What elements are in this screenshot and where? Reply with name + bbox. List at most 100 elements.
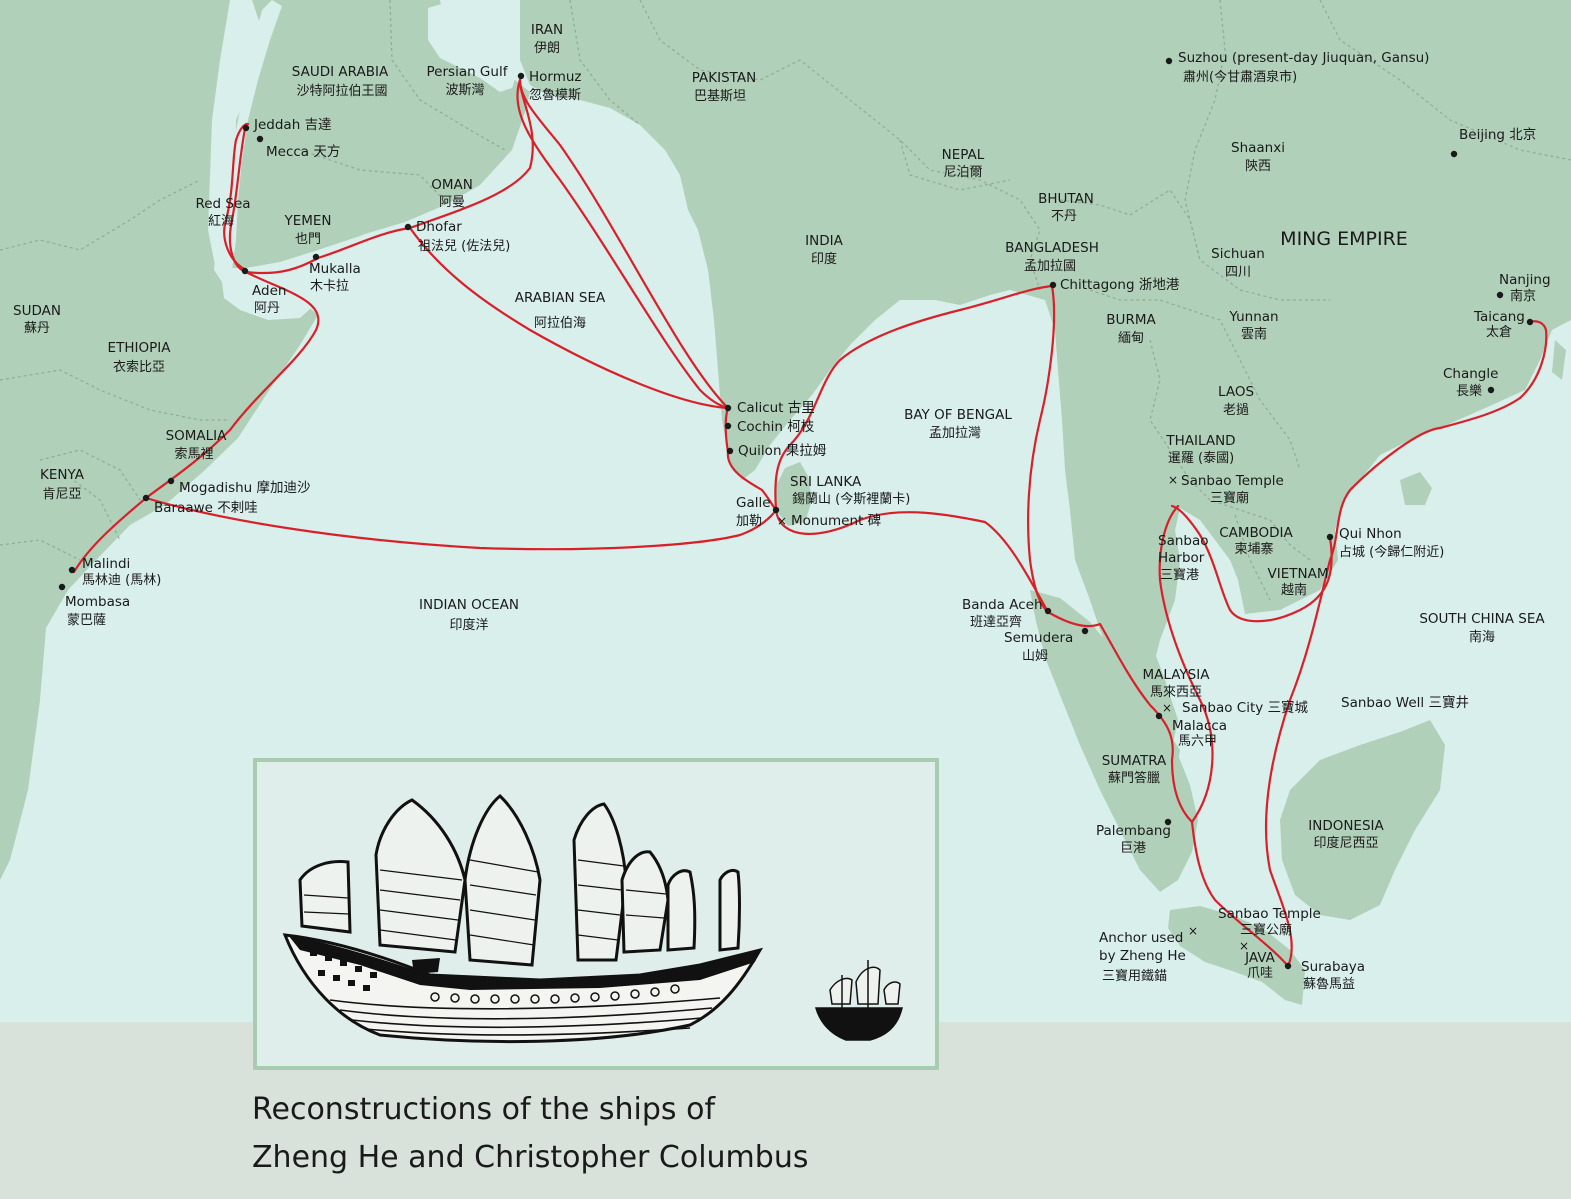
- water-labels: Red Sea 紅海 Persian Gulf 波斯灣 ARABIAN SEA …: [195, 64, 1545, 645]
- water-label-zh: 南海: [1469, 629, 1495, 645]
- country-label: MALAYSIA: [1143, 667, 1211, 683]
- route-red-sea: [223, 122, 250, 272]
- route-java-quinhon: [1264, 426, 1442, 968]
- place-label-zh: 三寶廟: [1210, 490, 1249, 506]
- red-sea-water: [214, 0, 282, 282]
- country-label: BANGLADESH: [1005, 240, 1099, 256]
- cross-marker-icon: ×: [777, 514, 787, 528]
- porthole: [310, 950, 317, 956]
- place-label: Sanbao Temple: [1181, 473, 1284, 489]
- batten: [379, 909, 459, 921]
- sri-lanka-labels: SRI LANKA 錫蘭山 (今斯裡蘭卡): [790, 474, 910, 507]
- dot-marker-icon: [517, 72, 525, 80]
- route-galle-aceh: [774, 508, 1050, 614]
- province-label-zh: 四川: [1225, 265, 1251, 280]
- batten: [577, 909, 621, 916]
- province-label: Yunnan: [1228, 309, 1278, 325]
- border-line: [1184, 0, 1330, 301]
- country-label: NEPAL: [942, 147, 985, 163]
- country-label: INDONESIA: [1308, 818, 1384, 834]
- country-label-zh: 越南: [1281, 582, 1307, 598]
- country-label-zh: 索馬裡: [174, 447, 213, 462]
- portholes: [310, 950, 377, 991]
- place-label: Nanjing: [1499, 272, 1551, 288]
- place-label-zh: 三寶用鐵錨: [1102, 968, 1167, 984]
- country-label-zh: 尼泊爾: [943, 165, 982, 180]
- border-line: [0, 369, 230, 421]
- province-label: Shaanxi: [1231, 140, 1285, 156]
- stern-flag: [412, 958, 440, 974]
- route-aden-somalia: [72, 270, 320, 574]
- place-label: Mukalla: [309, 261, 361, 277]
- place-label: Mogadishu 摩加迪沙: [179, 479, 311, 496]
- country-label-zh: 蘇門答臘: [1108, 770, 1160, 786]
- country-label-zh: 爪哇: [1247, 966, 1273, 981]
- place-label: Mecca 天方: [266, 144, 340, 160]
- place-label: Mombasa: [65, 594, 130, 610]
- batten: [625, 889, 667, 895]
- site-markers: × × × × ×: [777, 473, 1249, 953]
- place-label: Chittagong 浙地港: [1060, 277, 1180, 293]
- deck-ring: [590, 992, 600, 1002]
- water-label: Persian Gulf: [427, 64, 509, 80]
- country-label-zh: 印度尼西亞: [1313, 835, 1378, 851]
- border-line: [1089, 289, 1301, 471]
- place-label-zh: 巨港: [1120, 841, 1146, 856]
- country-label: CAMBODIA: [1219, 525, 1293, 541]
- dot-marker-icon: [167, 477, 175, 485]
- porthole: [325, 955, 332, 961]
- country-label: SUMATRA: [1102, 753, 1167, 769]
- dot-marker-icon: [142, 494, 150, 502]
- persia-india-asia: [520, 0, 1571, 780]
- place-label: Malindi: [82, 556, 130, 572]
- plank-line: [339, 1007, 713, 1020]
- hainan-island: [1400, 472, 1432, 505]
- dot-marker-icon: [404, 223, 412, 231]
- province-label-zh: 雲南: [1241, 326, 1267, 342]
- place-label-zh: 忽魯模斯: [529, 88, 581, 103]
- place-label-zh: 南京: [1510, 288, 1536, 304]
- route-sanbao-loop: [1158, 504, 1214, 824]
- dot-marker-icon: [241, 267, 249, 275]
- place-label-zh: 長樂: [1456, 383, 1482, 399]
- country-label-zh: 錫蘭山 (今斯裡蘭卡): [792, 491, 910, 507]
- place-label-zh: 三寶公廟: [1240, 922, 1292, 938]
- sail: [374, 798, 467, 954]
- persian-gulf-water: [428, 0, 520, 92]
- country-label-zh: 暹羅 (泰國): [1168, 451, 1234, 466]
- water-label: BAY OF BENGAL: [904, 407, 1012, 423]
- place-label: Monument 碑: [791, 513, 881, 529]
- city-markers: [58, 57, 1534, 970]
- place-label: Anchor used: [1099, 930, 1183, 946]
- deck-ring: [650, 987, 660, 997]
- country-label: KENYA: [40, 467, 85, 483]
- sri-lanka-island: [776, 462, 812, 526]
- dot-marker-icon: [1326, 533, 1334, 541]
- batten: [469, 884, 537, 896]
- dot-marker-icon: [68, 566, 76, 574]
- dot-marker-icon: [1155, 712, 1163, 720]
- caption-line-2: Zheng He and Christopher Columbus: [252, 1140, 809, 1175]
- place-label: Qui Nhon: [1339, 526, 1402, 542]
- country-label: SUDAN: [13, 303, 61, 319]
- place-labels: Jeddah 吉達 Mecca 天方 Hormuz 忽魯模斯 Dhofar 祖法…: [65, 50, 1551, 992]
- dot-marker-icon: [1164, 818, 1172, 826]
- sail: [718, 868, 741, 952]
- deck-ring: [550, 994, 560, 1004]
- country-label: SAUDI ARABIA: [292, 64, 389, 80]
- deck-ring: [450, 993, 460, 1003]
- place-label: Cochin 柯枝: [737, 419, 815, 435]
- place-label-zh: 加勒: [736, 514, 762, 529]
- route-chittagong-sumatra: [1027, 284, 1056, 614]
- country-label: THAILAND: [1165, 433, 1235, 449]
- batten: [577, 934, 619, 941]
- porthole: [340, 960, 347, 966]
- deck-ring: [530, 994, 540, 1004]
- place-label-zh: 山姆: [1022, 649, 1048, 664]
- plank-line: [365, 1027, 691, 1036]
- border-line: [299, 149, 441, 197]
- place-label-zh: 馬六甲: [1178, 734, 1217, 749]
- border-line: [899, 139, 1011, 191]
- sail: [463, 794, 542, 967]
